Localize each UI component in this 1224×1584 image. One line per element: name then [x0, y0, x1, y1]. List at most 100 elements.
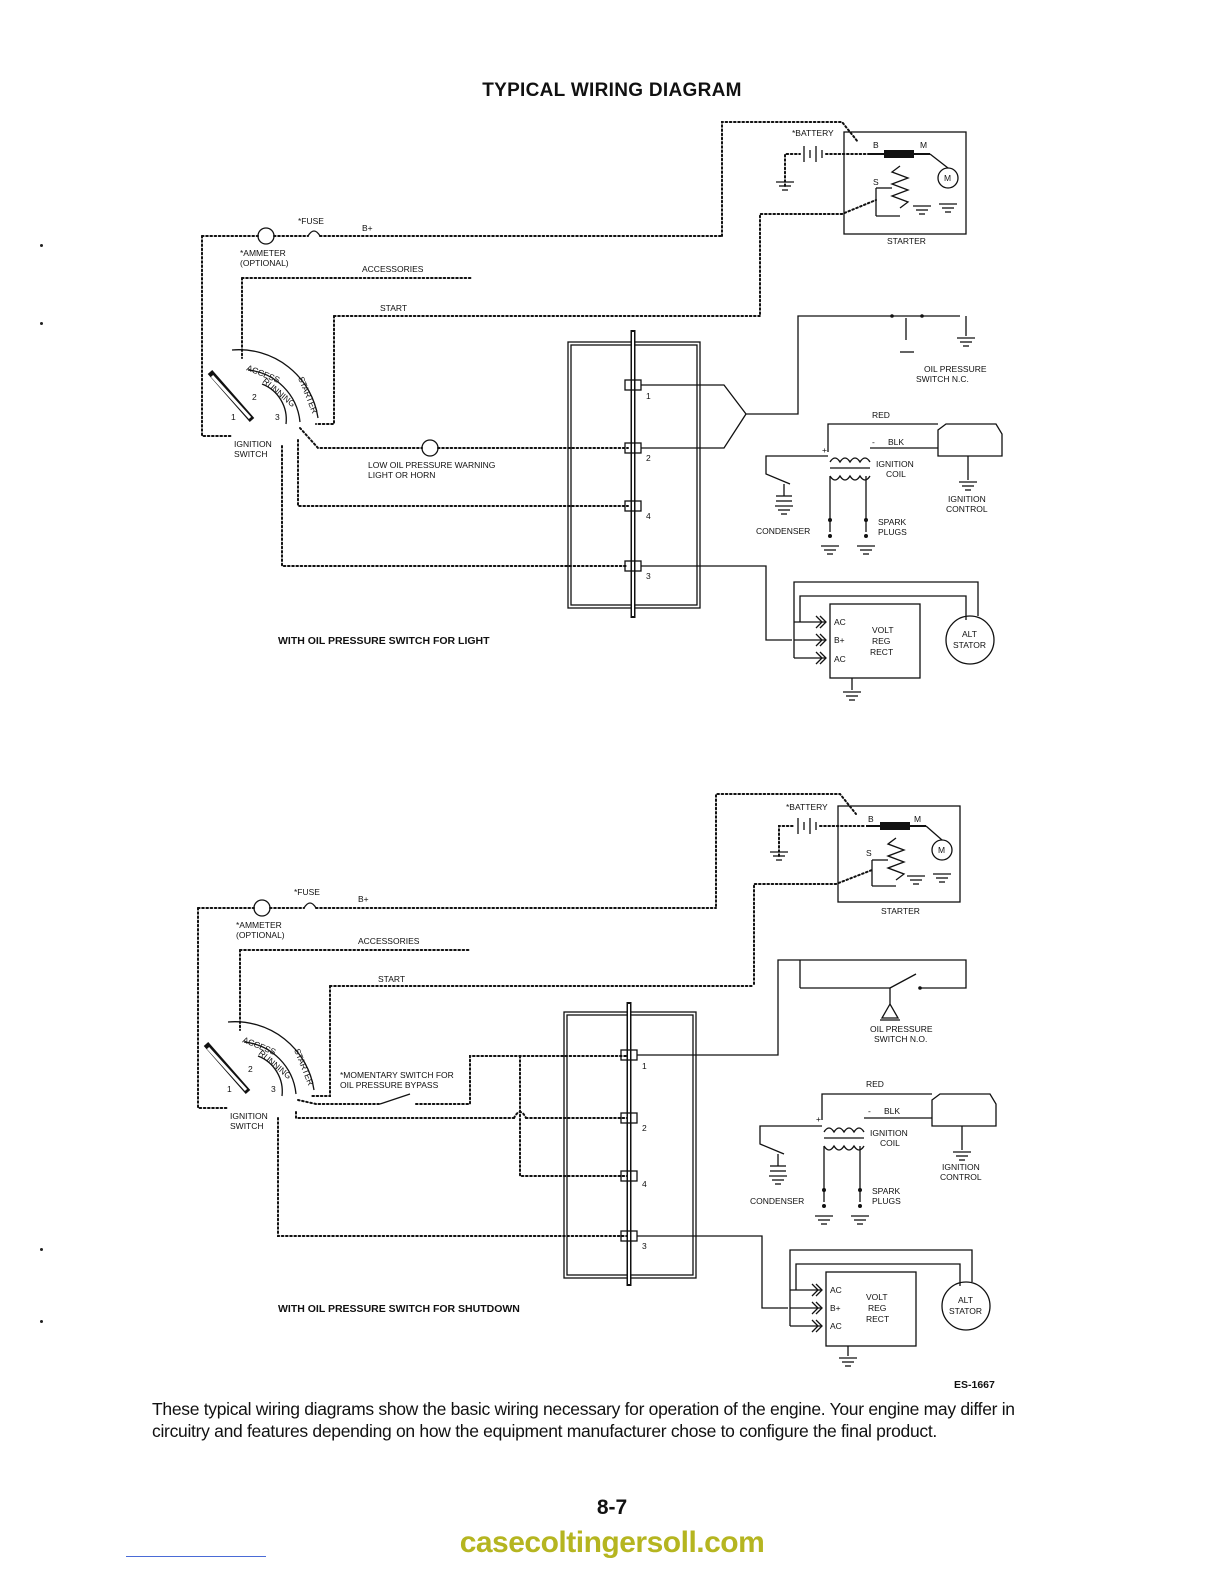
margin-mark	[40, 1248, 43, 1251]
svg-text:2: 2	[646, 453, 651, 463]
svg-text:COIL: COIL	[880, 1138, 900, 1148]
svg-text:*MOMENTARY SWITCH FOR: *MOMENTARY SWITCH FOR	[340, 1070, 454, 1080]
svg-text:M: M	[938, 845, 945, 855]
svg-text:ALT: ALT	[958, 1295, 973, 1305]
footer-rule	[126, 1556, 266, 1557]
figure-code: ES-1667	[954, 1379, 995, 1391]
svg-text:START: START	[378, 974, 405, 984]
svg-text:PLUGS: PLUGS	[878, 527, 907, 537]
svg-text:-: -	[872, 437, 875, 447]
svg-text:*AMMETER: *AMMETER	[236, 920, 282, 930]
svg-text:RECT: RECT	[866, 1314, 889, 1324]
svg-text:M: M	[920, 140, 927, 150]
spark-plugs: SPARK PLUGS	[820, 517, 907, 555]
oil-pressure-switch-nc: OIL PRESSURE SWITCH N.C.	[890, 314, 987, 384]
svg-text:CONTROL: CONTROL	[940, 1172, 982, 1182]
svg-text:OIL PRESSURE BYPASS: OIL PRESSURE BYPASS	[340, 1080, 439, 1090]
ammeter-icon	[253, 899, 271, 917]
svg-text:SWITCH N.O.: SWITCH N.O.	[874, 1034, 927, 1044]
starter-box: M B M S STARTER	[837, 805, 961, 916]
bottom-diagram: *BATTERY M B M S STARTER	[197, 793, 997, 1391]
svg-text:*FUSE: *FUSE	[294, 887, 320, 897]
svg-text:3: 3	[271, 1084, 276, 1094]
svg-text:LOW OIL PRESSURE WARNING: LOW OIL PRESSURE WARNING	[368, 460, 495, 470]
svg-text:SWITCH: SWITCH	[230, 1121, 264, 1131]
svg-text:IGNITION: IGNITION	[948, 494, 986, 504]
svg-text:B: B	[868, 814, 874, 824]
svg-text:STARTER: STARTER	[881, 906, 920, 916]
svg-text:S: S	[866, 848, 872, 858]
svg-text:+: +	[816, 1114, 821, 1124]
page-title: TYPICAL WIRING DIAGRAM	[482, 80, 742, 101]
svg-text:ACCESSORIES: ACCESSORIES	[358, 936, 420, 946]
svg-text:STARTER: STARTER	[887, 236, 926, 246]
svg-text:PLUGS: PLUGS	[872, 1196, 901, 1206]
svg-text:M: M	[914, 814, 921, 824]
svg-text:STARTER: STARTER	[292, 1047, 316, 1087]
ignition-coil: RED - BLK + IGNITION COIL	[759, 1079, 932, 1202]
svg-text:SWITCH N.C.: SWITCH N.C.	[916, 374, 969, 384]
svg-text:B+: B+	[834, 635, 845, 645]
ignition-switch: ACCESS RUNNING STARTER 1 2 3 IGNITION SW…	[203, 1021, 316, 1131]
warning-light-icon	[421, 439, 439, 457]
top-diagram: *BATTERY M B M S STARTER	[201, 121, 1003, 701]
svg-text:1: 1	[227, 1084, 232, 1094]
spark-plugs: SPARK PLUGS	[814, 1186, 901, 1225]
svg-text:(OPTIONAL): (OPTIONAL)	[236, 930, 285, 940]
svg-text:BLK: BLK	[884, 1106, 900, 1116]
svg-text:AC: AC	[830, 1321, 842, 1331]
condenser-icon: CONDENSER	[756, 484, 810, 536]
page-number: 8-7	[596, 1496, 628, 1519]
bottom-diagram-caption: WITH OIL PRESSURE SWITCH FOR SHUTDOWN	[278, 1303, 520, 1315]
svg-text:*BATTERY: *BATTERY	[792, 128, 834, 138]
svg-text:IGNITION: IGNITION	[870, 1128, 908, 1138]
svg-text:VOLT: VOLT	[866, 1292, 888, 1302]
alternator-stator: ALT STATOR	[945, 615, 995, 665]
caption-paragraph: These typical wiring diagrams show the b…	[152, 1399, 1015, 1441]
margin-mark	[40, 244, 43, 247]
condenser-icon: CONDENSER	[750, 1154, 804, 1206]
svg-text:(OPTIONAL): (OPTIONAL)	[240, 258, 289, 268]
svg-text:4: 4	[646, 511, 651, 521]
svg-text:CONTROL: CONTROL	[946, 504, 988, 514]
margin-mark	[40, 1320, 43, 1323]
svg-text:RED: RED	[872, 410, 890, 420]
svg-text:SPARK: SPARK	[872, 1186, 901, 1196]
svg-text:IGNITION: IGNITION	[876, 459, 914, 469]
ignition-coil: RED - BLK + IGNITION COIL	[765, 410, 938, 532]
svg-text:STATOR: STATOR	[953, 640, 986, 650]
svg-text:START: START	[380, 303, 407, 313]
svg-text:+: +	[822, 445, 827, 455]
svg-text:3: 3	[646, 571, 651, 581]
svg-text:B: B	[873, 140, 879, 150]
svg-text:RED: RED	[866, 1079, 884, 1089]
ammeter-icon	[257, 227, 275, 245]
svg-text:OIL PRESSURE: OIL PRESSURE	[870, 1024, 933, 1034]
battery-symbol: *BATTERY	[721, 121, 871, 237]
svg-text:REG: REG	[868, 1303, 886, 1313]
svg-text:SPARK: SPARK	[878, 517, 907, 527]
svg-text:B+: B+	[830, 1303, 841, 1313]
svg-text:*AMMETER: *AMMETER	[240, 248, 286, 258]
oil-pressure-switch-no: OIL PRESSURE SWITCH N.O.	[799, 960, 933, 1044]
svg-text:2: 2	[642, 1123, 647, 1133]
svg-text:1: 1	[642, 1061, 647, 1071]
svg-text:1: 1	[646, 391, 651, 401]
margin-mark	[40, 322, 43, 325]
svg-text:BLK: BLK	[888, 437, 904, 447]
svg-text:*BATTERY: *BATTERY	[786, 802, 828, 812]
svg-text:VOLT: VOLT	[872, 625, 894, 635]
svg-text:4: 4	[642, 1179, 647, 1189]
svg-text:COIL: COIL	[886, 469, 906, 479]
ignition-control: IGNITION CONTROL	[931, 1093, 997, 1182]
svg-text:CONDENSER: CONDENSER	[756, 526, 810, 536]
svg-text:REG: REG	[872, 636, 890, 646]
svg-text:LIGHT OR HORN: LIGHT OR HORN	[368, 470, 435, 480]
voltage-regulator: AC B+ AC VOLT REG RECT	[793, 581, 979, 701]
ignition-control: IGNITION CONTROL	[937, 423, 1003, 514]
battery-symbol: *BATTERY	[715, 793, 867, 907]
momentary-bypass-switch: *MOMENTARY SWITCH FOR OIL PRESSURE BYPAS…	[297, 1055, 629, 1105]
site-watermark: casecoltingersoll.com	[459, 1526, 765, 1559]
svg-text:B+: B+	[362, 223, 373, 233]
svg-text:AC: AC	[830, 1285, 842, 1295]
